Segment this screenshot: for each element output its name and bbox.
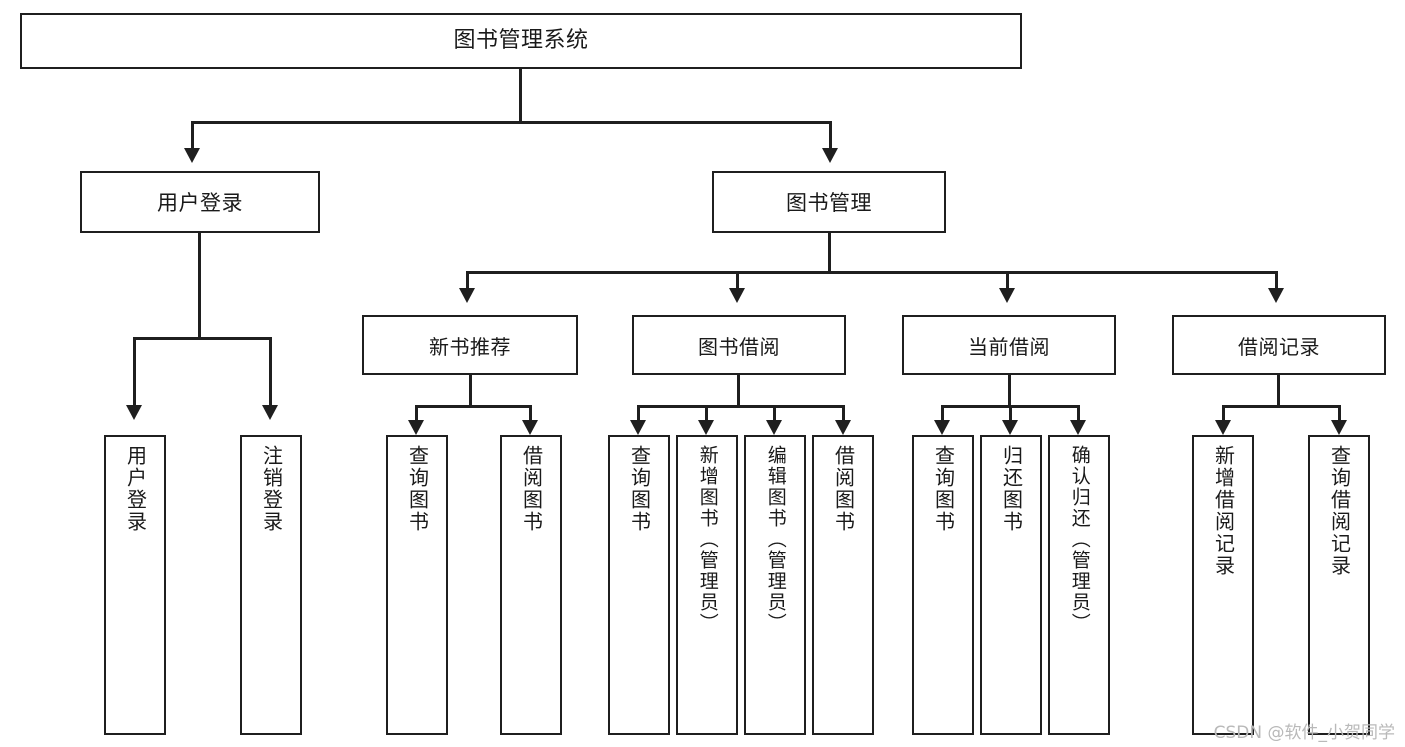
- node-label: 当前借阅: [968, 334, 1050, 359]
- leaf-cb-return-book[interactable]: 归还图书: [980, 435, 1042, 735]
- node-label: 新增借阅记录: [1211, 445, 1236, 577]
- connector-bb-stem: [737, 375, 740, 405]
- leaf-cb-confirm-return-admin[interactable]: 确认归还（管理员）: [1048, 435, 1110, 735]
- connector-bb-drop-3: [773, 405, 776, 427]
- arrowhead-to-user-login: [184, 148, 200, 163]
- connector-bb-drop-4: [842, 405, 845, 427]
- arrowhead-to-leaf-user-login: [126, 405, 142, 420]
- connector-user-login-drop-2: [269, 337, 272, 405]
- connector-bb-drop-2: [705, 405, 708, 427]
- node-label: 新增图书（管理员）: [696, 445, 719, 634]
- leaf-bb-edit-book-admin[interactable]: 编辑图书（管理员）: [744, 435, 806, 735]
- connector-bm-drop-4: [1275, 271, 1278, 288]
- arrowhead-to-new-book-recommend: [459, 288, 475, 303]
- node-label: 编辑图书（管理员）: [764, 445, 787, 634]
- node-current-borrow[interactable]: 当前借阅: [902, 315, 1116, 375]
- node-label: 图书管理系统: [453, 27, 589, 53]
- connector-bm-drop-2: [736, 271, 739, 288]
- node-label: 确认归还（管理员）: [1068, 445, 1091, 634]
- arrowhead-to-borrow-record: [1268, 288, 1284, 303]
- leaf-nbr-borrow-book[interactable]: 借阅图书: [500, 435, 562, 735]
- leaf-bb-add-book-admin[interactable]: 新增图书（管理员）: [676, 435, 738, 735]
- connector-bm-drop-3: [1006, 271, 1009, 288]
- arrowhead-cb-2: [1002, 420, 1018, 435]
- leaf-cb-query-book[interactable]: 查询图书: [912, 435, 974, 735]
- connector-root-drop-left: [191, 121, 194, 148]
- node-label: 图书借阅: [698, 334, 780, 359]
- arrowhead-cb-3: [1070, 420, 1086, 435]
- node-label: 图书管理: [786, 191, 872, 215]
- arrowhead-cb-1: [934, 420, 950, 435]
- node-label: 借阅图书: [519, 445, 544, 533]
- connector-root-stem: [519, 69, 522, 121]
- node-label: 新书推荐: [429, 334, 511, 359]
- node-borrow-record[interactable]: 借阅记录: [1172, 315, 1386, 375]
- connector-bb-bus: [637, 405, 845, 408]
- node-label: 借阅图书: [831, 445, 856, 533]
- node-label: 注销登录: [259, 445, 284, 533]
- connector-book-management-stem: [828, 233, 831, 271]
- connector-user-login-stem: [198, 233, 201, 337]
- leaf-bb-query-book[interactable]: 查询图书: [608, 435, 670, 735]
- arrowhead-bb-3: [766, 420, 782, 435]
- leaf-br-add-record[interactable]: 新增借阅记录: [1192, 435, 1254, 735]
- arrowhead-nbr-1: [408, 420, 424, 435]
- arrowhead-to-leaf-logout: [262, 405, 278, 420]
- node-label: 归还图书: [999, 445, 1024, 533]
- leaf-user-login[interactable]: 用户登录: [104, 435, 166, 735]
- node-label: 查询图书: [405, 445, 430, 533]
- arrowhead-bb-1: [630, 420, 646, 435]
- arrowhead-bb-4: [835, 420, 851, 435]
- connector-nbr-drop-2: [529, 405, 532, 427]
- arrowhead-to-book-borrow: [729, 288, 745, 303]
- arrowhead-to-current-borrow: [999, 288, 1015, 303]
- arrowhead-bb-2: [698, 420, 714, 435]
- leaf-bb-borrow-book[interactable]: 借阅图书: [812, 435, 874, 735]
- arrowhead-to-book-management: [822, 148, 838, 163]
- node-label: 用户登录: [157, 191, 243, 215]
- arrowhead-br-2: [1331, 420, 1347, 435]
- connector-cb-stem: [1008, 375, 1011, 405]
- connector-br-drop-2: [1338, 405, 1341, 427]
- arrowhead-nbr-2: [522, 420, 538, 435]
- connector-book-management-bus: [466, 271, 1278, 274]
- connector-user-login-bus: [133, 337, 272, 340]
- connector-nbr-stem: [469, 375, 472, 405]
- node-label: 借阅记录: [1238, 334, 1320, 359]
- node-new-book-recommend[interactable]: 新书推荐: [362, 315, 578, 375]
- connector-br-drop-1: [1222, 405, 1225, 427]
- connector-bb-drop-1: [637, 405, 640, 427]
- connector-cb-drop-3: [1077, 405, 1080, 427]
- node-user-login[interactable]: 用户登录: [80, 171, 320, 233]
- node-book-borrow[interactable]: 图书借阅: [632, 315, 846, 375]
- node-root-book-management-system[interactable]: 图书管理系统: [20, 13, 1022, 69]
- connector-br-bus: [1222, 405, 1341, 408]
- connector-nbr-drop-1: [415, 405, 418, 427]
- leaf-logout[interactable]: 注销登录: [240, 435, 302, 735]
- connector-bm-drop-1: [466, 271, 469, 288]
- connector-root-bus: [191, 121, 831, 124]
- arrowhead-br-1: [1215, 420, 1231, 435]
- connector-root-drop-right: [829, 121, 832, 148]
- watermark-text: CSDN @软件_小贺同学: [1213, 723, 1395, 743]
- connector-cb-drop-1: [941, 405, 944, 427]
- node-book-management[interactable]: 图书管理: [712, 171, 946, 233]
- connector-cb-drop-2: [1009, 405, 1012, 427]
- connector-br-stem: [1277, 375, 1280, 405]
- leaf-nbr-query-book[interactable]: 查询图书: [386, 435, 448, 735]
- node-label: 用户登录: [123, 445, 148, 533]
- connector-nbr-bus: [415, 405, 532, 408]
- node-label: 查询图书: [627, 445, 652, 533]
- node-label: 查询图书: [931, 445, 956, 533]
- connector-user-login-drop-1: [133, 337, 136, 405]
- leaf-br-query-record[interactable]: 查询借阅记录: [1308, 435, 1370, 735]
- node-label: 查询借阅记录: [1327, 445, 1352, 577]
